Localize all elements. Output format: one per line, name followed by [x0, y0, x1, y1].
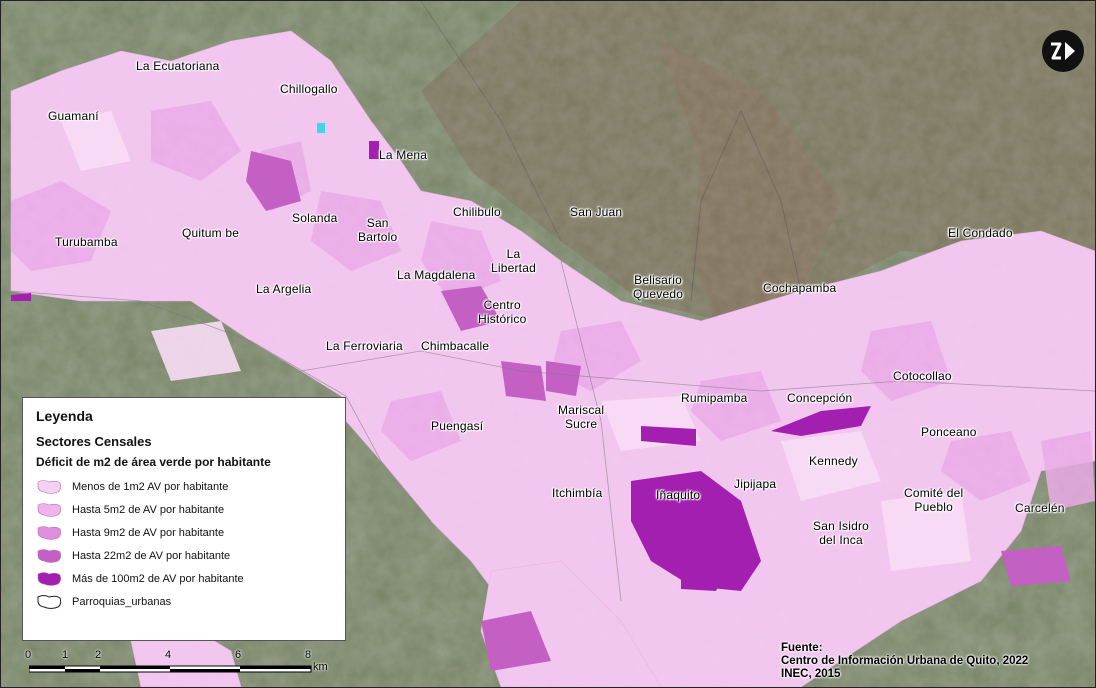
legend-item: Hasta 9m2 de AV por habitante [36, 521, 345, 544]
place-label: La Argelia [256, 282, 312, 296]
place-label: Cochapamba [763, 281, 837, 295]
place-label: Iñaquito [656, 488, 701, 502]
legend-item: Menos de 1m2 AV por habitante [36, 475, 345, 498]
place-label: Itchimbía [552, 486, 603, 500]
scale-tick-label: 1 [62, 649, 69, 661]
source-heading: Fuente: [781, 642, 823, 654]
scale-tick-label: 4 [165, 649, 172, 661]
place-label: La Ferroviaria [326, 339, 403, 353]
place-label: El Condado [948, 226, 1013, 240]
north-arrow-icon [1042, 30, 1084, 72]
place-label: La Mena [379, 148, 428, 162]
scale-bar-graphic [29, 665, 312, 673]
place-label: Mariscal Sucre [558, 403, 605, 431]
legend-swatch [37, 479, 61, 494]
legend-swatch [37, 571, 61, 586]
place-label: La Magdalena [397, 268, 476, 282]
legend-item: Hasta 22m2 de AV por habitante [36, 544, 345, 567]
scale-tick-label: 8 [305, 649, 312, 661]
legend-label: Menos de 1m2 AV por habitante [72, 480, 229, 493]
legend-label: Hasta 22m2 de AV por habitante [72, 549, 231, 562]
place-label: Quitum be [182, 226, 240, 240]
legend-swatch [37, 525, 61, 540]
legend-label: Hasta 5m2 de AV por habitante [72, 503, 225, 516]
place-label: Carcelén [1015, 501, 1065, 515]
place-label: Puengasí [431, 419, 484, 433]
legend-item: Parroquias_urbanas [36, 590, 345, 613]
place-label: Jipijapa [734, 477, 777, 491]
place-label: Ponceano [921, 425, 977, 439]
place-label: Cotocollao [893, 369, 952, 383]
place-label: Turubamba [55, 235, 118, 249]
place-label: Solanda [292, 211, 338, 225]
place-label: La Ecuatoriana [136, 59, 220, 73]
legend-title: Leyenda [36, 408, 93, 424]
legend-item: Hasta 5m2 de AV por habitante [36, 498, 345, 521]
boundary-swatch [37, 594, 62, 609]
source-note: Fuente: Centro de Información Urbana de … [781, 642, 1028, 681]
place-label: San Isidro del Inca [813, 519, 870, 547]
place-label: San Bartolo [358, 216, 398, 244]
legend-item: Más de 100m2 de AV por habitante [36, 567, 345, 590]
legend-label: Hasta 9m2 de AV por habitante [72, 526, 225, 539]
scale-unit: km [313, 661, 328, 673]
legend-label: Más de 100m2 de AV por habitante [72, 572, 244, 585]
place-label: Kennedy [809, 454, 858, 468]
scale-tick-label: 2 [95, 649, 102, 661]
source-line: Centro de Información Urbana de Quito, 2… [781, 655, 1029, 667]
place-label: Chimbacalle [421, 339, 490, 353]
place-label: San Juan [570, 205, 623, 219]
legend-label: Parroquias_urbanas [72, 595, 172, 608]
place-label: Comité del Pueblo [904, 486, 964, 514]
place-label: Chillogallo [280, 82, 338, 96]
legend-subtitle: Sectores Censales [36, 434, 152, 449]
place-label: Centro Histórico [478, 298, 527, 326]
scale-tick-label: 0 [25, 649, 32, 661]
place-label: Guamaní [48, 109, 99, 123]
place-label: Belisario Quevedo [633, 273, 684, 301]
legend-swatch [37, 548, 61, 563]
place-label: Rumipamba [681, 391, 748, 405]
place-label: Chilibulo [453, 205, 501, 219]
legend: Leyenda Sectores Censales Déficit de m2 … [22, 397, 346, 641]
place-label: Concepción [787, 391, 853, 405]
legend-field: Déficit de m2 de área verde por habitant… [36, 455, 271, 469]
legend-swatch [37, 502, 61, 517]
scale-tick-label: 6 [235, 649, 242, 661]
source-line: INEC, 2015 [781, 668, 841, 680]
place-label: La Libertad [491, 247, 536, 275]
